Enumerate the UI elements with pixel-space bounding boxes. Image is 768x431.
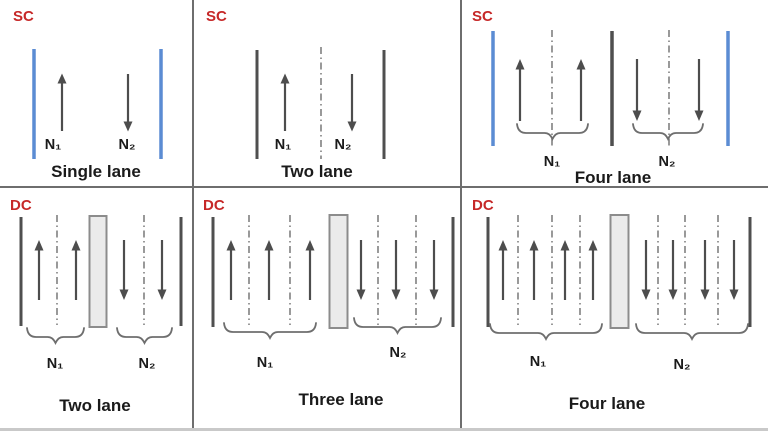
- up-arrow: [263, 238, 275, 302]
- panel-title: Three lane: [298, 390, 383, 409]
- down-arrow: [390, 238, 402, 302]
- n1-label: N₁: [530, 354, 546, 370]
- down-arrow: [640, 238, 652, 302]
- up-arrow: [304, 238, 316, 302]
- n1-label: N₁: [275, 137, 291, 153]
- up-arrow: [279, 72, 291, 133]
- up-arrow: [575, 57, 587, 123]
- under-brace-n2: [116, 327, 173, 346]
- carriageway-tag: SC: [13, 8, 34, 25]
- row-divider: [0, 186, 768, 188]
- up-arrow: [56, 72, 68, 133]
- carriageway-tag: SC: [472, 8, 493, 25]
- under-brace-n1: [223, 322, 317, 341]
- carriageway-tag: DC: [203, 197, 225, 214]
- carriageway-tag: DC: [10, 197, 32, 214]
- up-arrow: [70, 238, 82, 302]
- down-arrow: [667, 238, 679, 302]
- panel-sc-single-lane: SC N₁ N₂ Single lane: [0, 0, 192, 187]
- up-arrow: [587, 238, 599, 302]
- n1-label: N₁: [45, 137, 61, 153]
- n1-label: N₁: [47, 356, 63, 372]
- column-divider: [460, 0, 462, 431]
- up-arrow: [33, 238, 45, 302]
- down-arrow: [428, 238, 440, 302]
- column-divider: [192, 0, 194, 431]
- down-arrow: [156, 238, 168, 302]
- carriageway-tag: DC: [472, 197, 494, 214]
- up-arrow: [559, 238, 571, 302]
- under-brace-n1: [489, 323, 603, 342]
- down-arrow: [699, 238, 711, 302]
- down-arrow: [631, 57, 643, 123]
- n2-label: N₂: [659, 154, 676, 170]
- up-arrow: [528, 238, 540, 302]
- down-arrow: [118, 238, 130, 302]
- median-barrier: [88, 215, 108, 328]
- median-barrier: [609, 214, 630, 329]
- panel-dc-three-lane: DC N₁ N₂ Three lane: [192, 187, 460, 431]
- carriageway-tag: SC: [206, 8, 227, 25]
- down-arrow: [346, 72, 358, 133]
- n2-label: N₂: [390, 345, 407, 361]
- down-arrow: [728, 238, 740, 302]
- up-arrow: [497, 238, 509, 302]
- n1-label: N₁: [544, 154, 560, 170]
- under-brace-n1: [26, 327, 85, 346]
- panel-dc-two-lane: DC N₁ N₂ Two lane: [0, 187, 192, 431]
- down-arrow: [355, 238, 367, 302]
- down-arrow: [122, 72, 134, 133]
- panel-dc-four-lane: DC N₁ N₂ Four lane: [460, 187, 768, 431]
- under-brace-n2: [632, 123, 704, 142]
- n2-label: N₂: [335, 137, 352, 153]
- bottom-edge-strip: [0, 428, 768, 431]
- panel-title: Four lane: [569, 394, 646, 413]
- panel-sc-two-lane: SC N₁ N₂ Two lane: [192, 0, 460, 187]
- n2-label: N₂: [139, 356, 156, 372]
- n2-label: N₂: [119, 137, 136, 153]
- down-arrow: [693, 57, 705, 123]
- under-brace-n1: [516, 123, 589, 142]
- under-brace-n2: [635, 323, 749, 342]
- n2-label: N₂: [674, 357, 691, 373]
- n1-label: N₁: [257, 355, 273, 371]
- under-brace-n2: [353, 317, 442, 336]
- panel-title: Two lane: [59, 396, 130, 415]
- up-arrow: [225, 238, 237, 302]
- median-barrier: [328, 214, 349, 329]
- panel-title: Single lane: [51, 162, 141, 181]
- panel-sc-four-lane: SC N₁ N₂ Four lane: [460, 0, 768, 187]
- panel-title: Two lane: [281, 162, 352, 181]
- up-arrow: [514, 57, 526, 123]
- panel-title: Four lane: [575, 168, 652, 187]
